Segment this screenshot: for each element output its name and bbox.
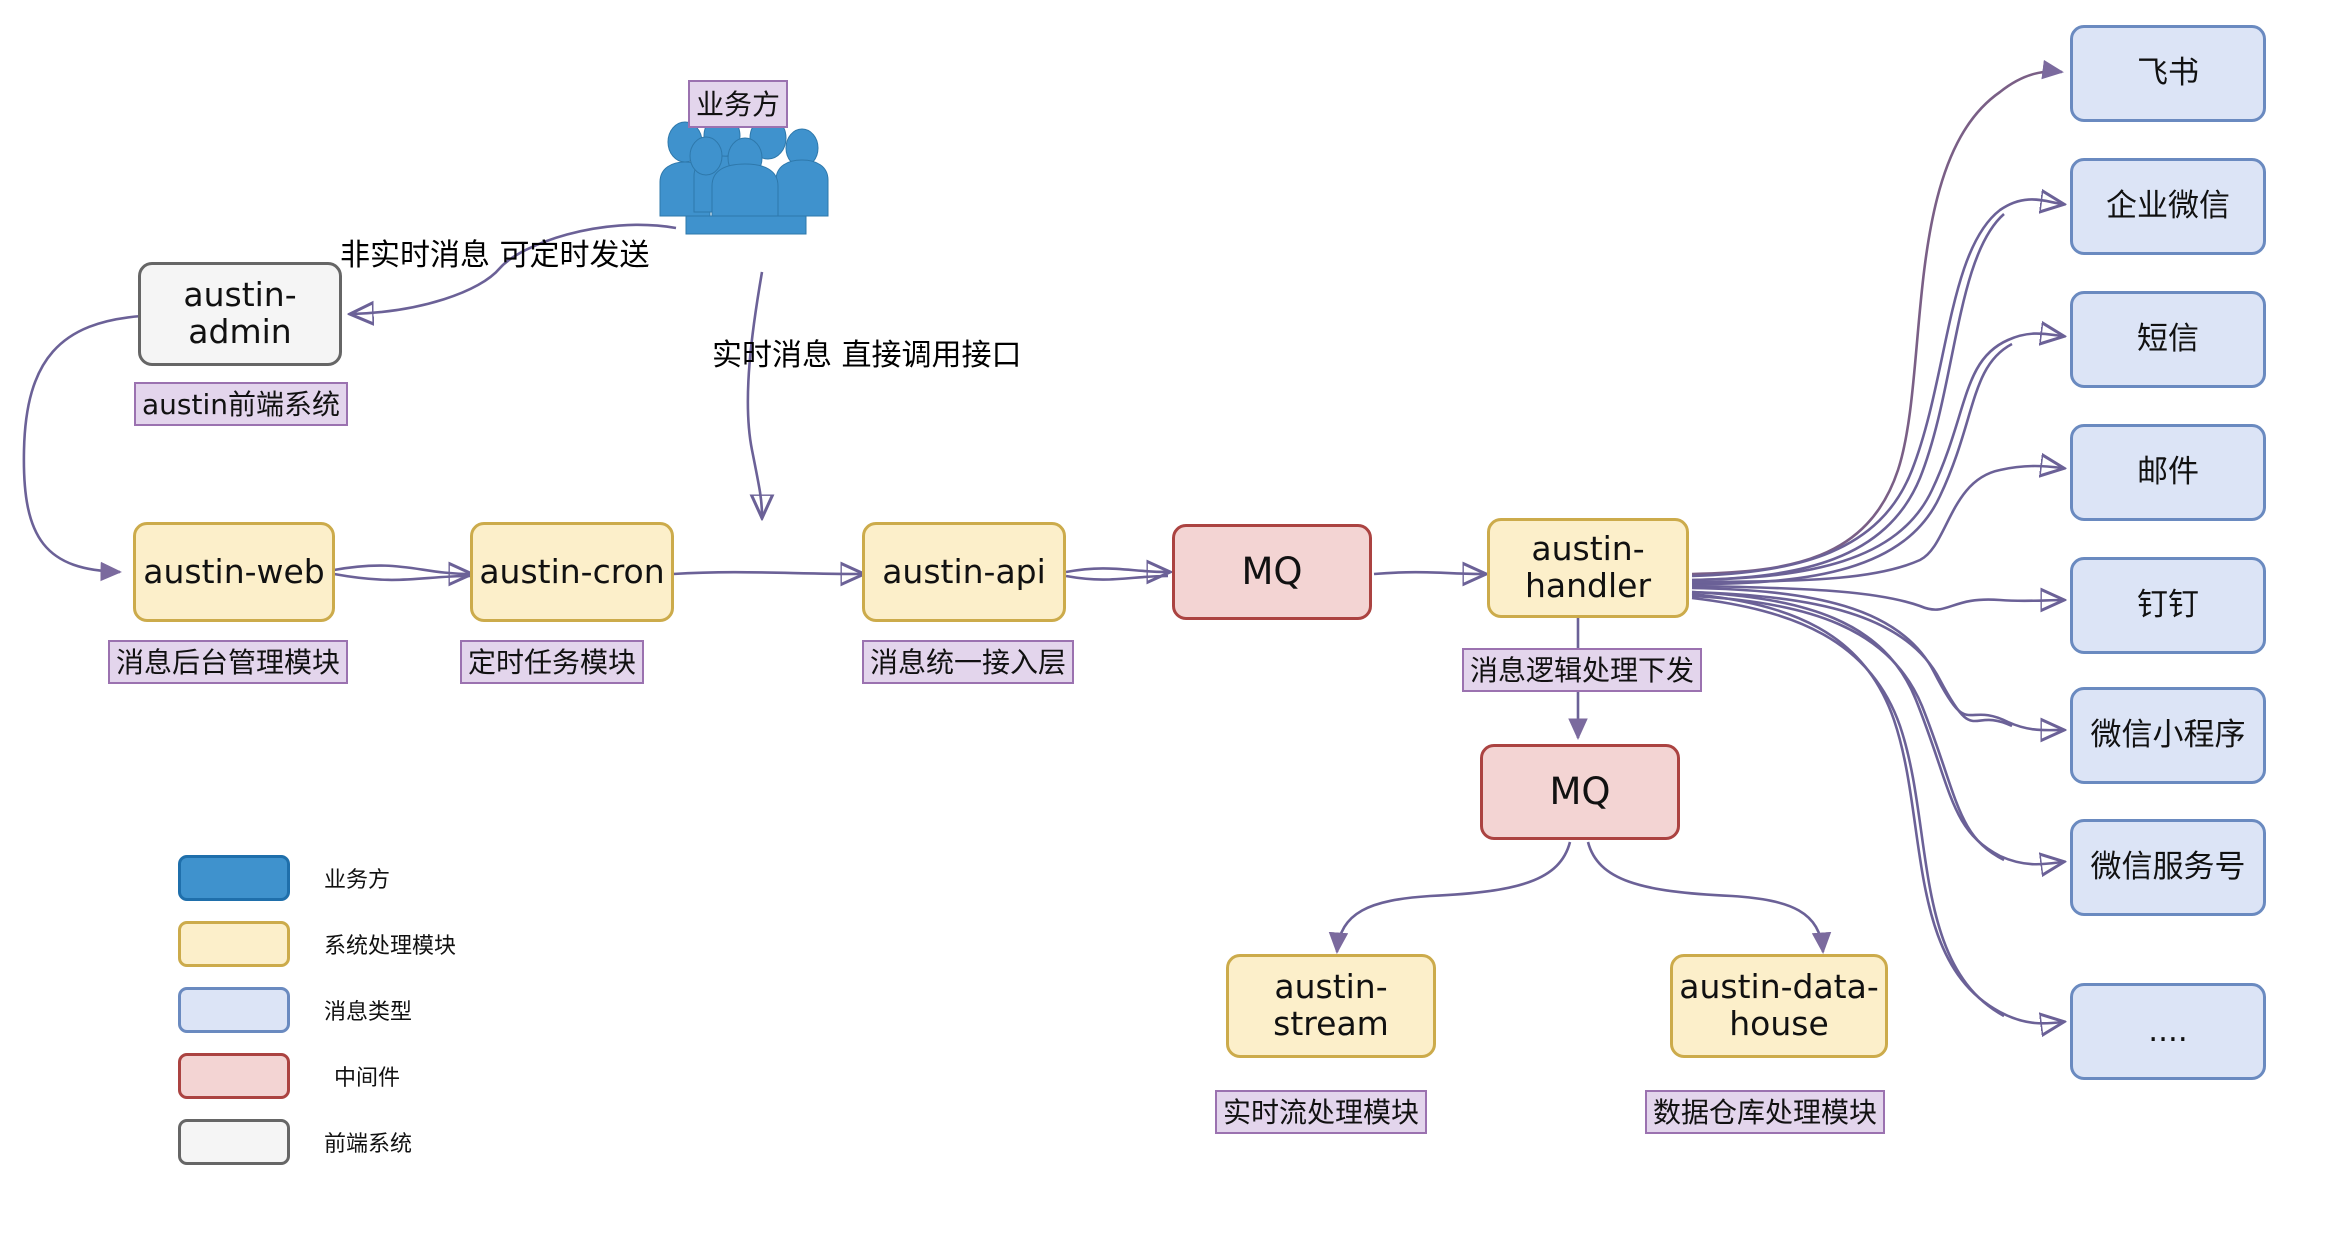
annotation-austin-handler-label: 消息逻辑处理下发	[1470, 653, 1695, 687]
annotation-austin-data-house: 数据仓库处理模块	[1645, 1090, 1886, 1134]
legend-label-message-type: 消息类型	[324, 1000, 413, 1025]
node-austin-stream[interactable]: austin- stream	[1226, 954, 1436, 1058]
node-mq-second[interactable]: MQ	[1480, 744, 1680, 840]
annotation-business-party-label: 业务方	[696, 87, 781, 121]
annotation-austin-stream: 实时流处理模块	[1215, 1090, 1428, 1134]
node-mq-main[interactable]: MQ	[1172, 524, 1372, 620]
legend-swatch-system-module	[178, 921, 290, 967]
edge-label-realtime: 实时消息 直接调用接口	[712, 330, 1022, 374]
channel-email[interactable]: 邮件	[2070, 424, 2266, 521]
node-austin-cron-label: austin-cron	[479, 551, 665, 591]
annotation-austin-handler: 消息逻辑处理下发	[1462, 648, 1703, 692]
annotation-business-party: 业务方	[688, 80, 789, 128]
channel-more[interactable]: ....	[2070, 983, 2266, 1080]
node-austin-data-house[interactable]: austin-data- house	[1670, 954, 1888, 1058]
channel-wechat-miniprogram[interactable]: 微信小程序	[2070, 687, 2266, 784]
annotation-austin-admin-label: austin前端系统	[142, 387, 340, 421]
channel-sms[interactable]: 短信	[2070, 291, 2266, 388]
node-austin-api-label: austin-api	[882, 551, 1046, 591]
legend-item-message-type: 消息类型	[178, 984, 456, 1036]
annotation-austin-data-house-label: 数据仓库处理模块	[1653, 1095, 1878, 1129]
annotation-austin-cron-label: 定时任务模块	[468, 645, 637, 679]
channel-wework-label: 企业微信	[2106, 188, 2230, 225]
legend-swatch-message-type	[178, 987, 290, 1033]
annotation-austin-api-label: 消息统一接入层	[870, 645, 1067, 679]
edge-label-non-realtime-text: 非实时消息 可定时发送	[340, 238, 650, 273]
edge-label-non-realtime: 非实时消息 可定时发送	[340, 230, 650, 274]
legend-swatch-frontend	[178, 1119, 290, 1165]
channel-feishu[interactable]: 飞书	[2070, 25, 2266, 122]
node-austin-admin[interactable]: austin-admin	[138, 262, 342, 366]
legend-swatch-middleware	[178, 1053, 290, 1099]
node-austin-handler[interactable]: austin- handler	[1487, 518, 1689, 618]
legend-label-frontend: 前端系统	[324, 1132, 413, 1157]
node-austin-data-house-label: austin-data- house	[1679, 967, 1879, 1043]
legend-label-system-module: 系统处理模块	[324, 934, 457, 959]
node-austin-web[interactable]: austin-web	[133, 522, 335, 622]
legend-item-middleware: 中间件	[178, 1050, 456, 1102]
annotation-austin-api: 消息统一接入层	[862, 640, 1075, 684]
annotation-austin-web-label: 消息后台管理模块	[116, 645, 341, 679]
node-mq-second-label: MQ	[1549, 770, 1611, 814]
legend-item-system-module: 系统处理模块	[178, 918, 456, 970]
legend: 业务方 系统处理模块 消息类型 中间件 前端系统	[178, 852, 456, 1182]
annotation-austin-admin: austin前端系统	[134, 382, 348, 426]
channel-feishu-label: 飞书	[2137, 55, 2199, 92]
legend-item-frontend: 前端系统	[178, 1116, 456, 1168]
channel-more-label: ....	[2148, 1013, 2188, 1050]
edge-label-realtime-text: 实时消息 直接调用接口	[712, 338, 1022, 373]
legend-label-business-party: 业务方	[324, 868, 391, 893]
people-group-icon	[659, 120, 829, 235]
node-austin-admin-label: austin-admin	[183, 275, 297, 351]
channel-wechat-service-account-label: 微信服务号	[2090, 849, 2246, 886]
channel-wechat-miniprogram-label: 微信小程序	[2090, 717, 2246, 754]
channel-sms-label: 短信	[2137, 321, 2199, 358]
legend-label-middleware: 中间件	[334, 1066, 401, 1091]
channel-dingtalk[interactable]: 钉钉	[2070, 557, 2266, 654]
channel-email-label: 邮件	[2137, 454, 2199, 491]
legend-item-business-party: 业务方	[178, 852, 456, 904]
node-austin-web-label: austin-web	[143, 551, 325, 591]
legend-swatch-business-party	[178, 855, 290, 901]
channel-dingtalk-label: 钉钉	[2137, 587, 2199, 624]
node-austin-cron[interactable]: austin-cron	[470, 522, 674, 622]
annotation-austin-web: 消息后台管理模块	[108, 640, 349, 684]
channel-wework[interactable]: 企业微信	[2070, 158, 2266, 255]
annotation-austin-cron: 定时任务模块	[460, 640, 645, 684]
node-austin-handler-label: austin- handler	[1524, 529, 1652, 605]
node-austin-api[interactable]: austin-api	[862, 522, 1066, 622]
channel-wechat-service-account[interactable]: 微信服务号	[2070, 819, 2266, 916]
node-mq-main-label: MQ	[1241, 550, 1303, 594]
annotation-austin-stream-label: 实时流处理模块	[1223, 1095, 1420, 1129]
node-austin-stream-label: austin- stream	[1273, 967, 1389, 1043]
